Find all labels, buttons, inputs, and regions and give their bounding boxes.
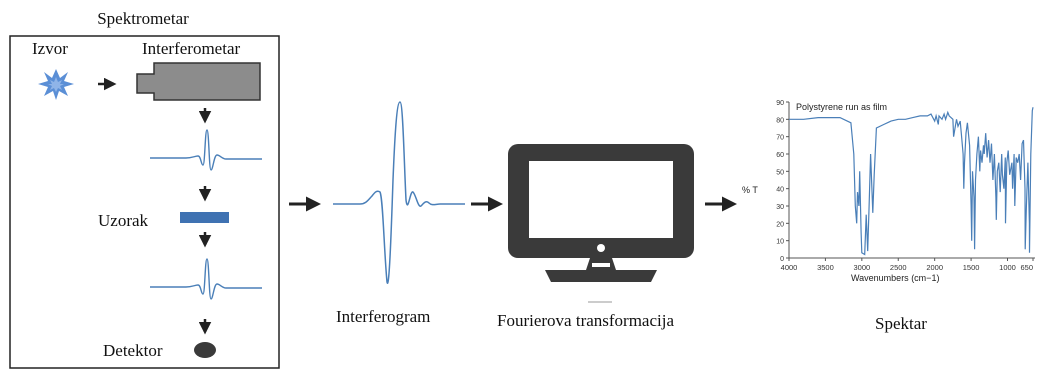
- spectrum-series-line: [789, 107, 1034, 256]
- y-tick-label: 80: [776, 117, 784, 124]
- y-tick-label: 70: [776, 135, 784, 142]
- y-tick-label: 0: [780, 256, 784, 263]
- spectrum-y-label: % T: [742, 185, 758, 195]
- x-tick-label: 1000: [999, 263, 1016, 272]
- y-tick-label: 90: [776, 100, 784, 107]
- spectrum-x-label: Wavenumbers (cm−1): [851, 273, 939, 283]
- detector-label: Detektor: [103, 341, 163, 360]
- y-tick-label: 60: [776, 152, 784, 159]
- y-tick-label: 10: [776, 239, 784, 246]
- spectrum-label: Spektar: [875, 314, 927, 333]
- x-tick-group: 4000 3500 3000 2500 2000 1500 1000 650: [781, 258, 1034, 272]
- interferometer-label: Interferometar: [142, 39, 240, 58]
- source-label: Izvor: [32, 39, 68, 58]
- y-tick-group: 0 10 20 30 40 50 60 70 80 90: [776, 100, 789, 263]
- fourier-panel: Fourierova transformacija: [497, 144, 694, 330]
- beam-wave-bottom: [150, 258, 262, 300]
- spectrometer-frame: [9, 35, 280, 369]
- spectrometer-title: Spektrometar: [97, 9, 189, 28]
- x-tick-label: 2500: [890, 263, 907, 272]
- sample-label: Uzorak: [98, 211, 149, 230]
- interferometer-shape: [136, 62, 261, 101]
- x-tick-label: 3000: [853, 263, 870, 272]
- interferogram-label: Interferogram: [336, 307, 430, 326]
- y-tick-label: 40: [776, 187, 784, 194]
- light-source-star-core: [48, 77, 64, 92]
- x-tick-label: 4000: [781, 263, 798, 272]
- fourier-label: Fourierova transformacija: [497, 311, 674, 330]
- detector-ellipse: [194, 342, 216, 358]
- x-tick-label: 2000: [926, 263, 943, 272]
- x-tick-label: 3500: [817, 263, 834, 272]
- x-tick-label: 1500: [963, 263, 980, 272]
- monitor-icon: [508, 144, 694, 282]
- interferogram-wave: [333, 101, 465, 284]
- spectrometer-panel: Spektrometar Izvor Interferometar Uzorak…: [9, 9, 280, 369]
- spectrum-chart-title: Polystyrene run as film: [796, 102, 887, 112]
- interferogram-panel: Interferogram: [333, 101, 465, 326]
- y-tick-label: 20: [776, 221, 784, 228]
- y-tick-label: 50: [776, 169, 784, 176]
- spectrum-chart: 0 10 20 30 40 50 60 70 80 90 4000 3500 3000 2500 2000…: [742, 100, 1035, 283]
- x-tick-label: 650: [1020, 263, 1033, 272]
- beam-wave-top: [150, 129, 262, 171]
- sample-bar: [180, 212, 229, 223]
- y-tick-label: 30: [776, 204, 784, 211]
